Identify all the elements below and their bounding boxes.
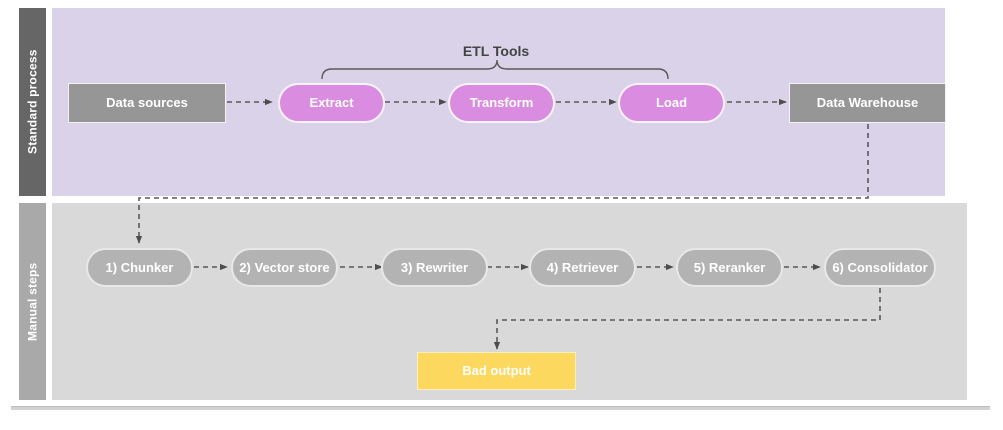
node-extract[interactable]: Extract [278,83,385,123]
lane-label-standard-process: Standard process [19,8,46,196]
node-consolidator[interactable]: 6) Consolidator [824,248,936,287]
footer-divider [11,406,990,410]
node-load[interactable]: Load [618,83,725,123]
node-data-warehouse[interactable]: Data Warehouse [789,83,946,123]
node-bad-output[interactable]: Bad output [417,352,576,390]
node-retriever[interactable]: 4) Retriever [529,248,636,287]
node-data-sources[interactable]: Data sources [68,83,226,123]
node-rewriter[interactable]: 3) Rewriter [381,248,488,287]
node-vector-store[interactable]: 2) Vector store [231,248,338,287]
node-transform[interactable]: Transform [448,83,555,123]
node-chunker[interactable]: 1) Chunker [86,248,193,287]
lane-label-manual-steps: Manual steps [19,203,46,400]
etl-tools-label: ETL Tools [462,43,530,59]
node-reranker[interactable]: 5) Reranker [676,248,783,287]
